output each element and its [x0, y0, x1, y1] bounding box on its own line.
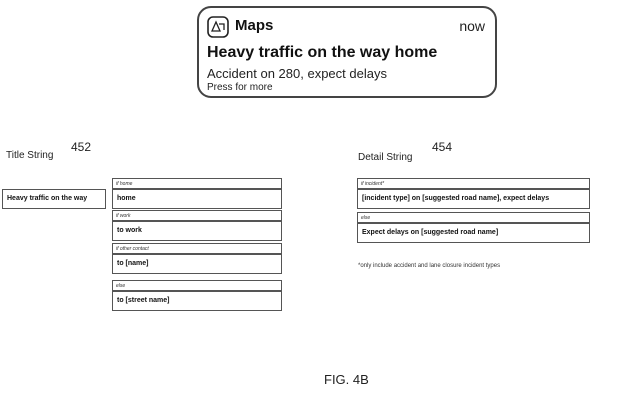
notification-time: now: [459, 18, 485, 34]
value-cell-work: to work: [112, 221, 282, 241]
value-cell-home: home: [112, 189, 282, 209]
value-cell-contact: to [name]: [112, 254, 282, 274]
notification-card[interactable]: Maps now Heavy traffic on the way home A…: [197, 6, 497, 98]
notification-header: Maps now: [207, 16, 485, 38]
title-string-label: Title String: [6, 150, 54, 161]
notification-title: Heavy traffic on the way home: [207, 44, 438, 61]
value-cell-street: to [street name]: [112, 291, 282, 311]
detail-string-ref: 454: [432, 140, 453, 154]
value-cell-expect-delays: Expect delays on [suggested road name]: [357, 223, 590, 243]
condition-cell-work: if work: [112, 210, 282, 221]
condition-cell-incident: if incident*: [357, 178, 590, 189]
value-cell-incident: [incident type] on [suggested road name]…: [357, 189, 590, 209]
condition-cell-contact: if other contact: [112, 243, 282, 254]
condition-cell-else: else: [112, 280, 282, 291]
detail-footnote: *only include accident and lane closure …: [358, 263, 501, 269]
title-string-ref: 452: [71, 140, 92, 154]
notification-action-hint: Press for more: [207, 82, 273, 93]
title-prefix-cell: Heavy traffic on the way: [2, 189, 106, 209]
notification-body: Accident on 280, expect delays: [207, 66, 387, 81]
app-name: Maps: [235, 17, 274, 34]
condition-cell-home: if home: [112, 178, 282, 189]
detail-string-label: Detail String: [358, 152, 413, 163]
condition-cell-detail-else: else: [357, 212, 590, 223]
maps-app-icon: [207, 16, 229, 38]
figure-label: FIG. 4B: [324, 372, 369, 387]
